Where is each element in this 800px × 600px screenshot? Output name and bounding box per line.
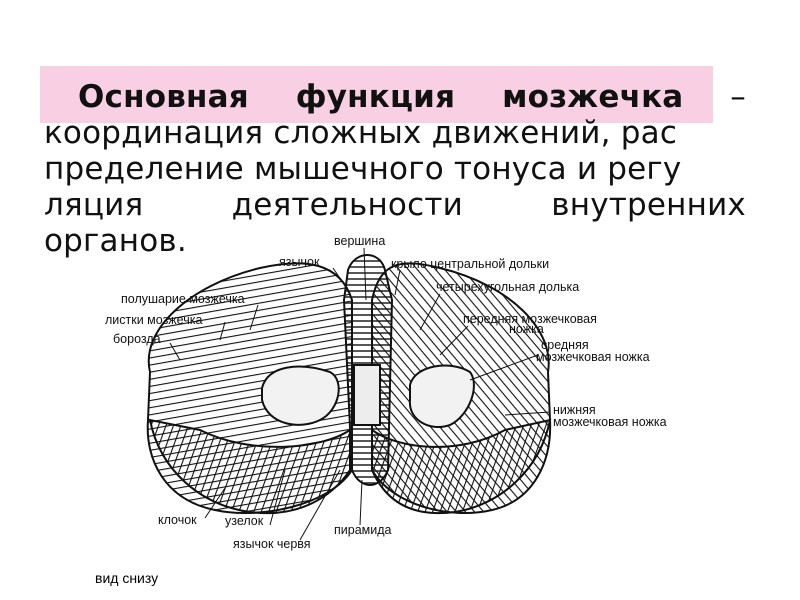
label-krylo: крыло центральной дольки — [391, 257, 550, 271]
label-perednyaya-2: ножка — [509, 322, 544, 336]
word-mozzhechka: мозжечка — [502, 79, 684, 115]
label-vershina: вершина — [334, 234, 386, 248]
label-yazychok: язычок — [279, 255, 320, 269]
view-caption: вид снизу — [95, 570, 159, 586]
text-line-2: координация сложных движений, рас — [44, 115, 678, 151]
label-uzelok: узелок — [225, 514, 264, 528]
text-line-4: ляция деятельности внутренних — [44, 187, 746, 223]
word-vnutrennikh: внутренних — [551, 187, 746, 223]
word-lyatsiya: ляция — [44, 187, 144, 223]
label-listki: листки мозжечка — [105, 313, 203, 327]
main-text: Основная функция мозжечка – координация … — [44, 79, 746, 259]
leader-lines — [169, 247, 551, 541]
title-highlight — [40, 66, 713, 123]
label-srednyaya-1: средняя — [541, 338, 589, 352]
dash: – — [730, 79, 746, 115]
word-deyatelnosti: деятельности — [231, 187, 463, 223]
left-peduncle — [261, 365, 340, 426]
brainstem-cut — [353, 364, 381, 426]
label-nizhnyaya-1: нижняя — [553, 403, 596, 417]
label-chetyrekh: четырехугольная долька — [436, 280, 580, 294]
word-funktsiya: функция — [295, 79, 456, 115]
label-yazychok-chervya: язычок червя — [233, 537, 311, 551]
label-srednyaya-2: мозжечковая ножка — [536, 350, 650, 364]
label-polusharie: полушарие мозжечка — [121, 292, 245, 306]
label-piramida: пирамида — [334, 523, 392, 537]
label-klochok: клочок — [158, 513, 197, 527]
left-hemisphere-lower — [148, 418, 351, 515]
right-hemisphere-lower — [371, 418, 552, 515]
text-line-3: пределение мышечного тонуса и регу — [44, 151, 682, 187]
label-perednyaya-1: передняя мозжечковая — [463, 312, 597, 326]
text-line-1: Основная функция мозжечка – — [44, 79, 746, 115]
text-line-5: органов. — [44, 223, 187, 259]
right-peduncle — [408, 364, 475, 428]
word-osnovnaya: Основная — [78, 79, 249, 115]
label-nizhnyaya-2: мозжечковая ножка — [553, 415, 667, 429]
label-borozda: борозда — [113, 332, 161, 346]
